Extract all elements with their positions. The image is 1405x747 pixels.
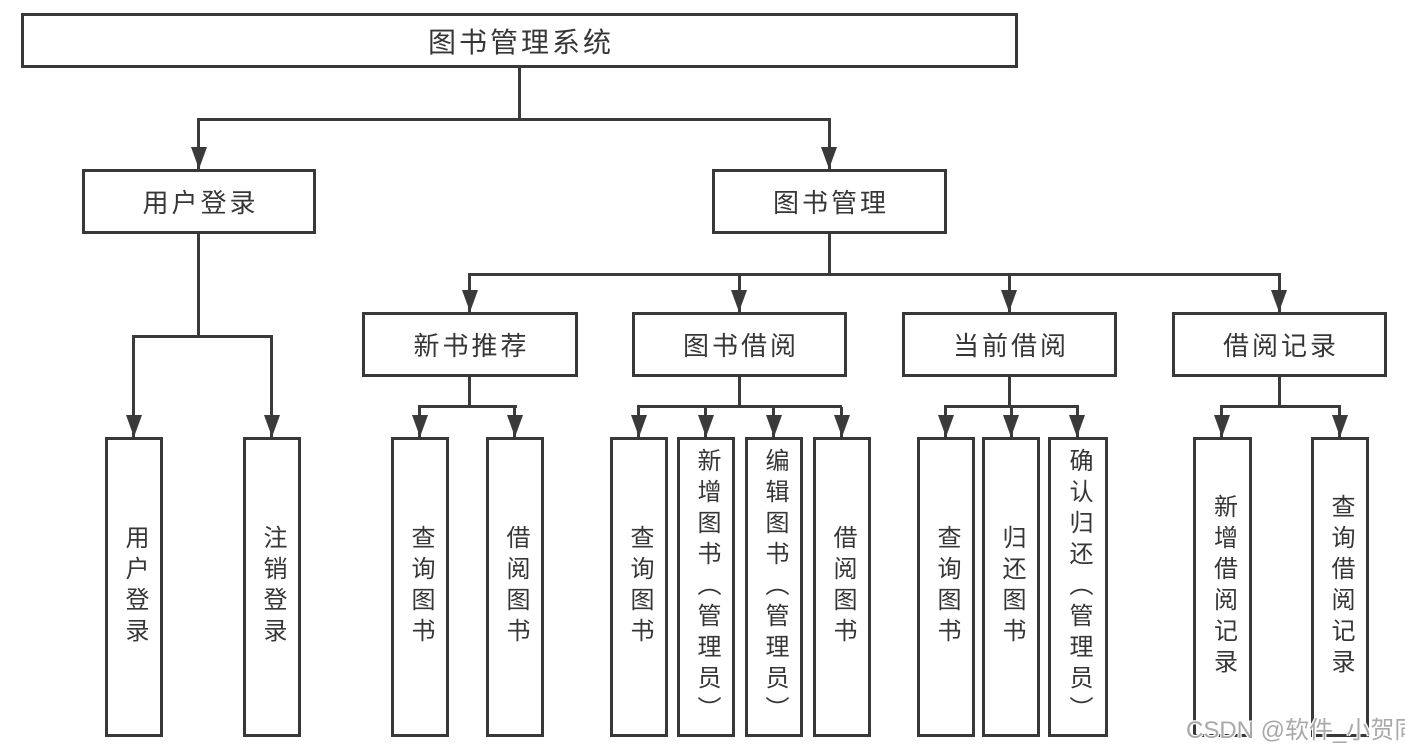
node-label: 确认归还（管理员） (1065, 447, 1092, 727)
arrow-down-icon (1069, 415, 1085, 437)
arrow-down-icon (1003, 415, 1019, 437)
node-label: 注销登录 (259, 525, 286, 649)
leaf-query-book-borrowing: 查询图书 (610, 437, 668, 737)
node-book-borrowing: 图书借阅 (632, 312, 847, 377)
node-label: 借阅记录 (1222, 331, 1339, 361)
node-label: 当前借阅 (952, 331, 1069, 361)
connector-user-login-branch (132, 335, 273, 338)
arrow-down-icon (766, 415, 782, 437)
arrow-down-icon (631, 415, 647, 437)
arrow-down-icon (938, 415, 954, 437)
node-borrowing-records: 借阅记录 (1172, 312, 1387, 377)
arrow-down-icon (731, 290, 747, 312)
node-label: 查询图书 (933, 525, 960, 649)
arrow-down-icon (462, 290, 478, 312)
node-label: 借阅图书 (829, 525, 856, 649)
leaf-logout: 注销登录 (243, 437, 301, 737)
connector-book-mgmt-branch (468, 273, 1281, 276)
leaf-query-borrow-record: 查询借阅记录 (1311, 437, 1369, 737)
connector-trunk (738, 377, 741, 408)
leaf-query-book-current: 查询图书 (917, 437, 975, 737)
node-label: 查询借阅记录 (1327, 494, 1354, 680)
leaf-add-borrow-record: 新增借阅记录 (1193, 437, 1252, 737)
connector-user-login-trunk (197, 234, 200, 337)
arrow-down-icon (1214, 415, 1230, 437)
node-label: 查询图书 (626, 525, 653, 649)
node-label: 用户登录 (121, 525, 148, 649)
arrow-down-icon (1271, 290, 1287, 312)
arrow-down-icon (821, 147, 837, 169)
leaf-query-book-recommend: 查询图书 (391, 437, 449, 737)
node-label: 编辑图书（管理员） (761, 447, 788, 727)
connector-stub (132, 337, 135, 437)
arrow-down-icon (507, 415, 523, 437)
arrow-down-icon (412, 415, 428, 437)
connector-stub (828, 120, 831, 169)
node-label: 新书推荐 (413, 331, 530, 361)
connector-stub (197, 120, 200, 169)
node-current-borrowing: 当前借阅 (902, 312, 1117, 377)
node-label: 图书管理 (772, 188, 889, 218)
arrow-down-icon (126, 415, 142, 437)
node-label: 归还图书 (998, 525, 1025, 649)
leaf-edit-book-admin: 编辑图书（管理员） (745, 437, 803, 737)
leaf-user-login: 用户登录 (105, 437, 163, 737)
node-library-management-system: 图书管理系统 (21, 13, 1018, 68)
arrow-down-icon (1001, 290, 1017, 312)
connector-branch (637, 405, 842, 408)
node-label: 查询图书 (407, 525, 434, 649)
connector-root-trunk (518, 66, 521, 120)
arrow-down-icon (264, 415, 280, 437)
connector-branch (944, 405, 1079, 408)
connector-trunk (1278, 377, 1281, 408)
connector-branch (1220, 405, 1341, 408)
node-label: 用户登录 (142, 188, 259, 218)
arrow-down-icon (191, 147, 207, 169)
leaf-return-book: 归还图书 (982, 437, 1040, 737)
connector-book-mgmt-trunk (828, 234, 831, 276)
node-label: 新增图书（管理员） (693, 447, 720, 727)
connector-trunk (1008, 377, 1011, 408)
leaf-add-book-admin: 新增图书（管理员） (677, 437, 735, 737)
node-label: 借阅图书 (502, 525, 529, 649)
leaf-confirm-return-admin: 确认归还（管理员） (1048, 437, 1108, 737)
arrow-down-icon (1332, 415, 1348, 437)
node-label: 图书借阅 (682, 331, 799, 361)
connector-stub (270, 337, 273, 437)
csdn-watermark: CSDN @软件_小贺同学 (1186, 717, 1405, 744)
connector-trunk (468, 377, 471, 408)
connector-root-branch (197, 118, 831, 121)
leaf-borrow-book: 借阅图书 (813, 437, 871, 737)
connector-branch (418, 405, 517, 408)
node-label: 图书管理系统 (427, 26, 614, 58)
node-book-management: 图书管理 (712, 169, 947, 234)
node-label: 新增借阅记录 (1209, 494, 1237, 680)
arrow-down-icon (698, 415, 714, 437)
leaf-borrow-book-recommend: 借阅图书 (486, 437, 544, 737)
node-user-login: 用户登录 (82, 169, 316, 234)
node-new-book-recommend: 新书推荐 (362, 312, 578, 377)
arrow-down-icon (834, 415, 850, 437)
